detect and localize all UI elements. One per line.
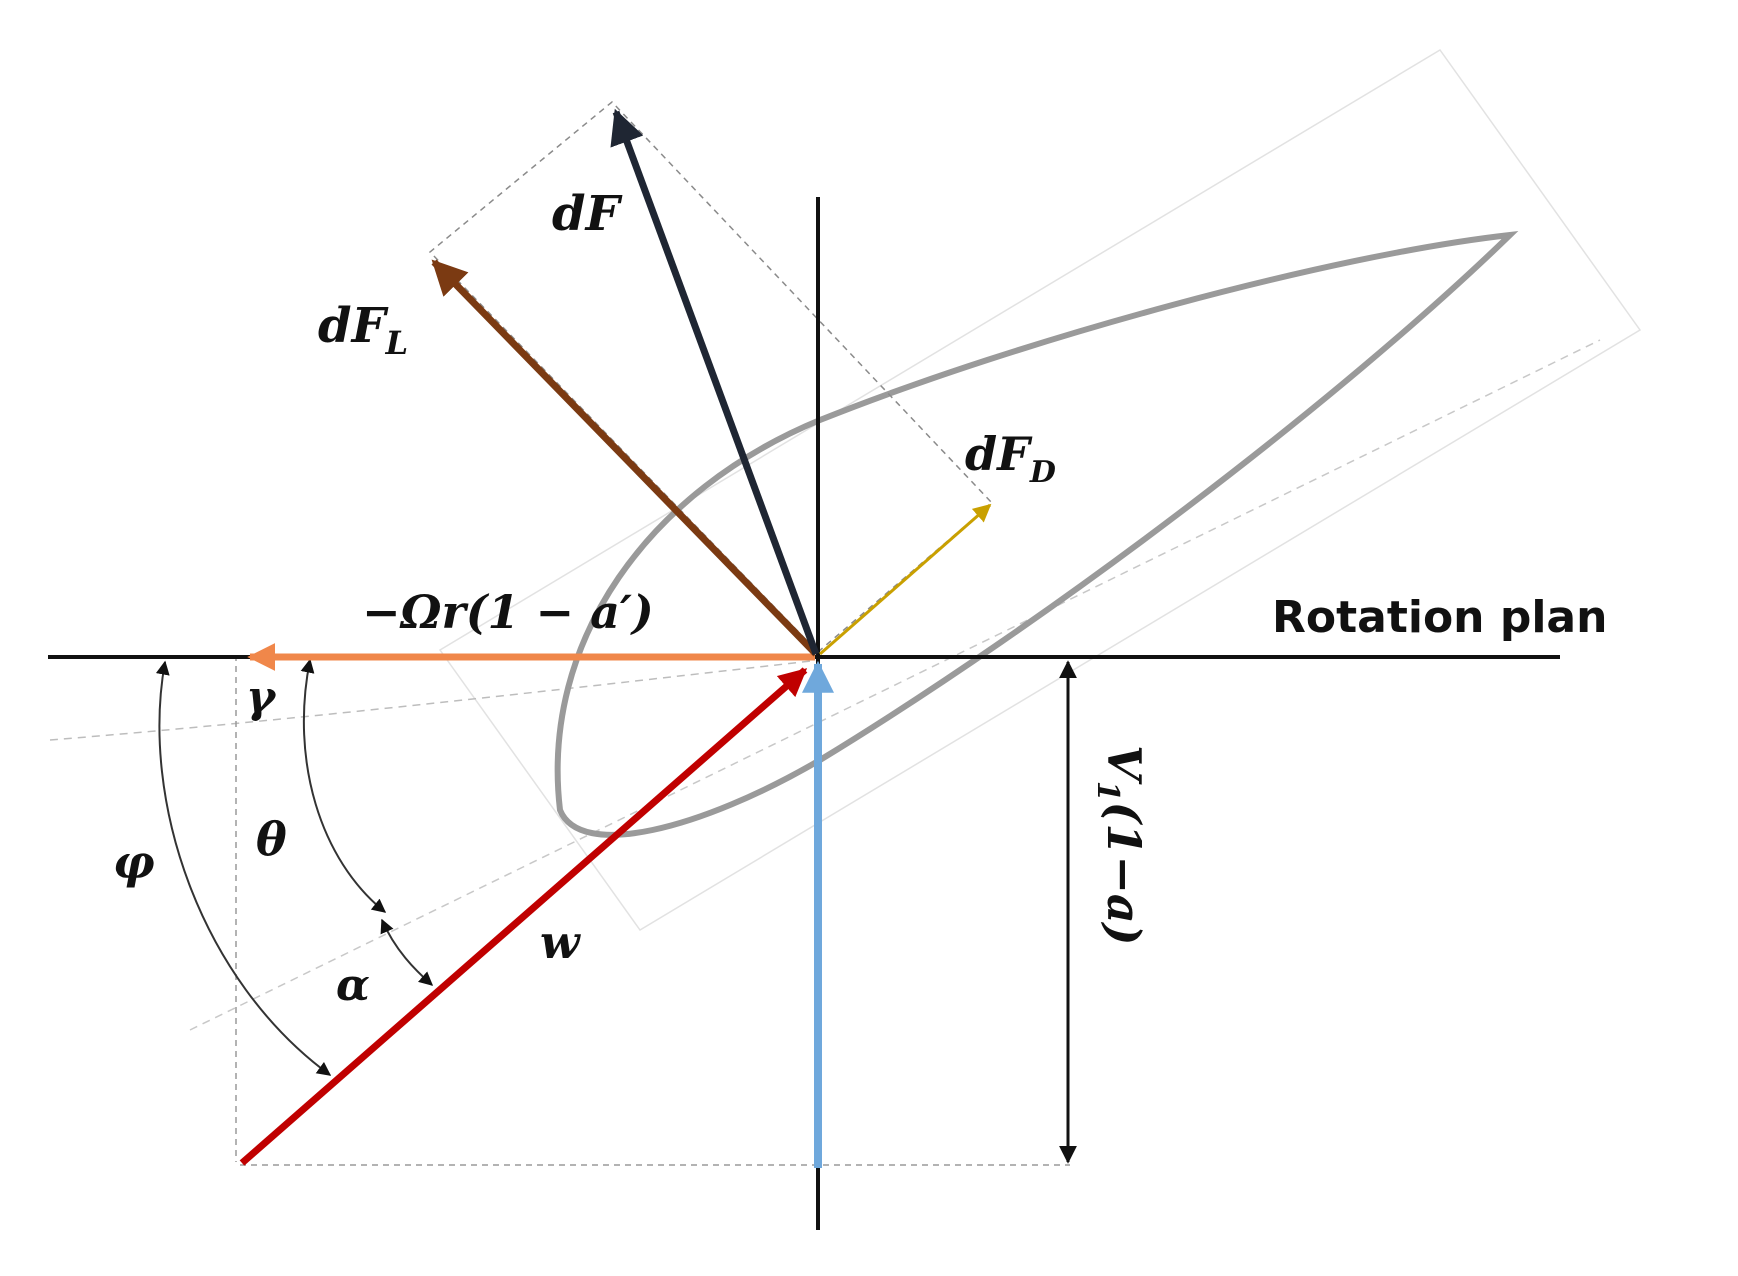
label-dFD: dFD [965,427,1056,490]
phi-arc [155,660,332,1076]
force-parallelogram [428,100,994,653]
label-tangential-velocity: −Ωr(1 − a′) [362,585,654,639]
theta-arc [300,658,387,913]
label-rotation-plane: Rotation plan [1272,592,1607,643]
label-alpha: α [336,960,370,1011]
label-relative-velocity: w [540,915,581,969]
airfoil-outline [554,231,1519,838]
label-theta: θ [256,812,287,866]
label-dF: dF [552,186,623,242]
chord-line [189,339,1601,1031]
lift-force-vector [431,259,819,657]
alpha-arc [380,918,434,986]
dashed-reference-curve [49,659,821,741]
relative-velocity-vector [239,667,808,1166]
label-phi: φ [113,835,155,889]
label-axial-velocity: V1(1−a) [1090,745,1151,945]
airfoil-bounding-box [438,49,1642,931]
resultant-force-vector [610,108,820,656]
drag-force-vector [819,503,992,656]
label-gamma: γ [246,672,277,723]
label-dFL: dFL [318,298,408,362]
